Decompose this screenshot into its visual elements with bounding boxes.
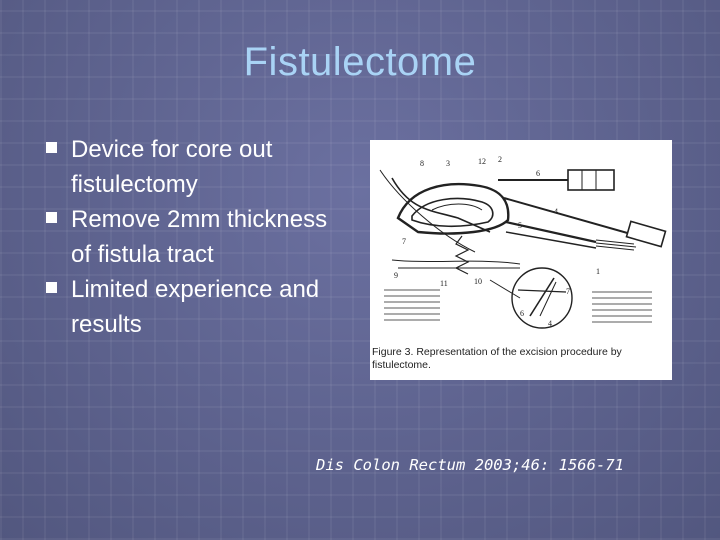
- figure-number: 2: [498, 155, 502, 164]
- figure-number: 4: [554, 207, 558, 216]
- device-illustration: 8 3 12 2 6 4 5 7 9 11 10 1 7 6 4: [379, 155, 667, 329]
- slide-title: Fistulectome: [243, 40, 477, 84]
- bullet-text: Remove 2mm thickness of fistula tract: [71, 206, 328, 268]
- figure-number: 3: [446, 159, 450, 168]
- figure-number: 5: [518, 221, 522, 230]
- figure-caption: Figure 3. Representation of the excision…: [372, 346, 622, 371]
- bullet-item: Device for core out fistulectomy: [44, 132, 334, 202]
- figure-number: 1: [596, 267, 600, 276]
- figure-number: 7: [566, 287, 570, 296]
- square-bullet-icon: [46, 282, 57, 293]
- figure-number: 12: [478, 157, 486, 166]
- square-bullet-icon: [46, 142, 57, 153]
- figure-number: 7: [402, 237, 406, 246]
- bullet-item: Limited experience and results: [44, 272, 334, 342]
- figure-number: 6: [536, 169, 540, 178]
- figure-number: 8: [420, 159, 424, 168]
- fistulectome-figure: 8 3 12 2 6 4 5 7 9 11 10 1 7 6 4 Figure …: [370, 140, 672, 380]
- figure-number: 6: [520, 309, 524, 318]
- bullet-item: Remove 2mm thickness of fistula tract: [44, 202, 334, 272]
- bullet-list: Device for core out fistulectomy Remove …: [44, 132, 334, 342]
- square-bullet-icon: [46, 212, 57, 223]
- citation: Dis Colon Rectum 2003;46: 1566-71: [316, 456, 624, 474]
- figure-number: 4: [548, 319, 552, 328]
- figure-number: 10: [474, 277, 482, 286]
- bullet-text: Device for core out fistulectomy: [71, 136, 273, 198]
- figure-number: 11: [440, 279, 448, 288]
- bullet-text: Limited experience and results: [71, 276, 320, 338]
- figure-number: 9: [394, 271, 398, 280]
